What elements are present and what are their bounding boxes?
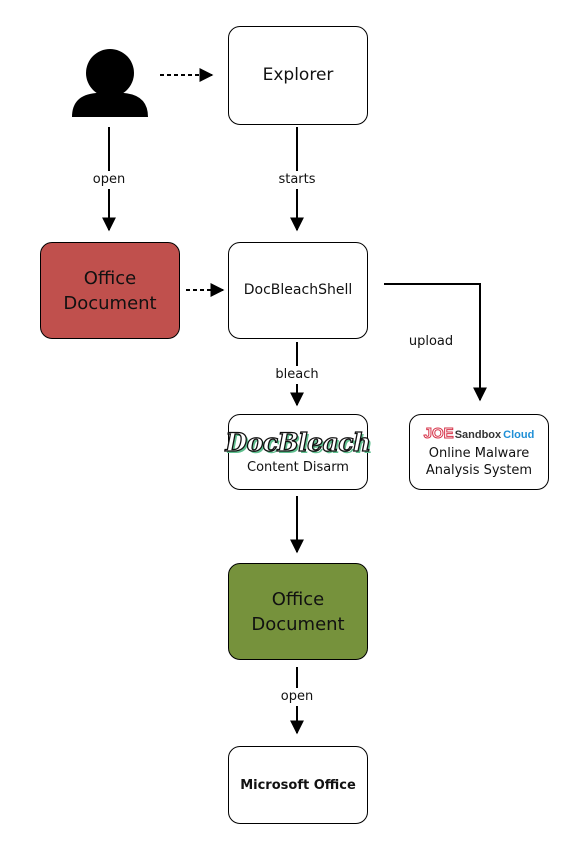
- joesandbox-logo: JOE Sandbox Cloud: [423, 425, 535, 443]
- docbleach-logo: DocBleach: [225, 427, 372, 457]
- joe-logo-text: JOE: [423, 425, 454, 443]
- office-document-input-line-1: Office: [83, 267, 137, 289]
- edge-label-open-2: open: [278, 688, 316, 706]
- office-document-output-node: Office Document: [228, 563, 368, 660]
- docbleachshell-label: DocBleachShell: [243, 282, 353, 298]
- edge-label-open-1: open: [90, 171, 128, 189]
- microsoft-office-label: Microsoft Office: [240, 777, 356, 793]
- docbleachshell-node: DocBleachShell: [228, 242, 368, 339]
- joesandbox-node: JOE Sandbox Cloud Online Malware Analysi…: [409, 414, 549, 490]
- office-document-output-line-1: Office: [271, 588, 325, 610]
- edge-label-bleach: bleach: [273, 366, 321, 384]
- edge-label-starts: starts: [276, 171, 318, 189]
- edge-label-upload: upload: [406, 333, 456, 351]
- cloud-logo-text: Cloud: [503, 429, 535, 441]
- office-document-input-node: Office Document: [40, 242, 180, 339]
- office-document-input-line-2: Document: [63, 292, 157, 314]
- sandbox-logo-text: Sandbox: [454, 429, 502, 441]
- edge-upload: [384, 283, 487, 402]
- docbleach-caption: Content Disarm: [247, 459, 349, 475]
- joesandbox-caption-line-2: Analysis System: [425, 463, 533, 478]
- user-icon: [72, 49, 148, 117]
- explorer-node: Explorer: [228, 26, 368, 125]
- joesandbox-caption-line-1: Online Malware: [428, 446, 530, 461]
- explorer-label: Explorer: [262, 65, 334, 85]
- docbleach-node: DocBleach Content Disarm: [225, 414, 372, 490]
- office-document-output-line-2: Document: [251, 613, 345, 635]
- microsoft-office-node: Microsoft Office: [228, 746, 368, 824]
